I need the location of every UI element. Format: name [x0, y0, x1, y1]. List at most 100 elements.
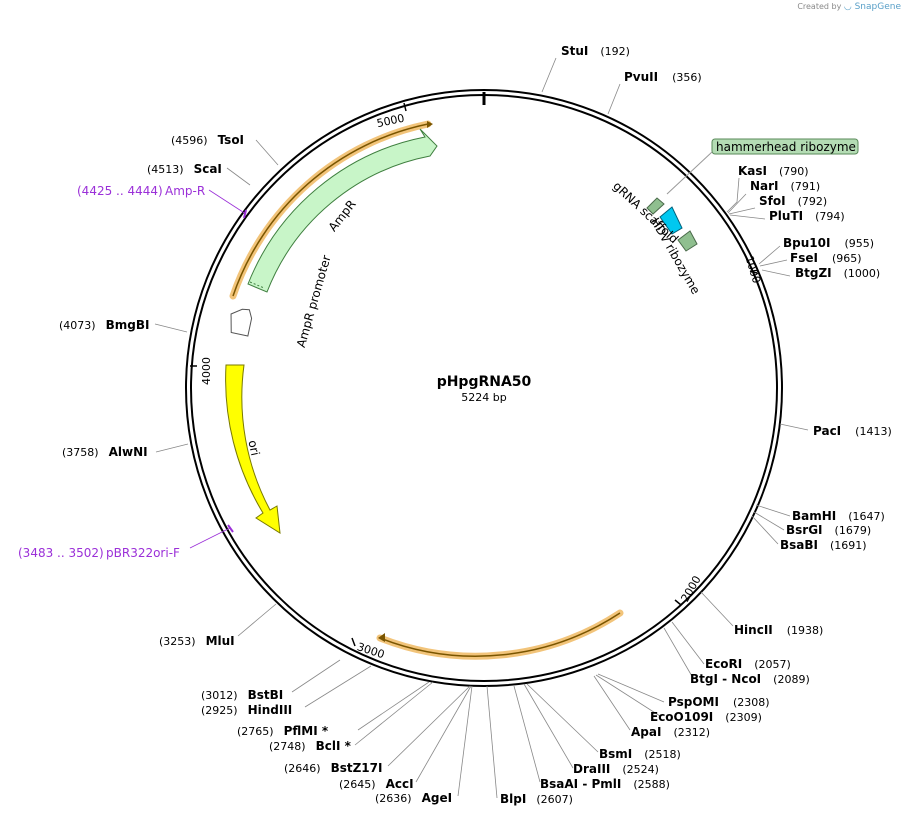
- site-draiii-pos: (2524): [622, 763, 659, 776]
- site-bstbi-pos: (3012): [201, 689, 238, 702]
- site-bcli-name: BclI *: [316, 739, 352, 753]
- svg-text:PspOMI(2308): PspOMI (2308): [668, 695, 770, 709]
- svg-text:EcoO109I(2309): EcoO109I (2309): [650, 710, 762, 724]
- orf-bottom-arrowhead: [378, 633, 385, 642]
- ampr-promoter-arrow: [230, 308, 253, 337]
- orf-ampr-arrowhead: [427, 121, 433, 128]
- site-mlui-pos: (3253): [159, 635, 196, 648]
- site-bsaai-sep: -: [578, 777, 591, 791]
- site-pspomi-pos: (2308): [733, 696, 770, 709]
- svg-text:SfoI(792): SfoI (792): [759, 194, 827, 208]
- site-ecoo109i-name: EcoO109I: [650, 710, 713, 724]
- svg-text:StuI(192): StuI(192): [561, 44, 630, 58]
- svg-text:Bpu10I(955): Bpu10I(955): [783, 236, 874, 250]
- site-ecori-name: EcoRI: [705, 657, 742, 671]
- site-ncoi-name: NcoI: [731, 672, 761, 686]
- gRNA-scaffold-arrow-2: [677, 230, 698, 252]
- site-bmgbi-pos: (4073): [59, 319, 96, 332]
- site-scai-pos: (4513): [147, 163, 184, 176]
- svg-text:DraIII(2524): DraIII (2524): [573, 762, 659, 776]
- svg-text:PluTI(794): PluTI(794): [769, 209, 845, 223]
- svg-text:FseI(965): FseI (965): [790, 251, 862, 265]
- svg-text:BsaBI(1691): BsaBI(1691): [780, 538, 867, 552]
- site-hincii-pos: (1938): [787, 624, 824, 637]
- site-ncoi-pos: (2089): [773, 673, 810, 686]
- site-scai-name: ScaI: [194, 162, 222, 176]
- svg-text:(2748)BclI *: (2748) BclI *: [269, 739, 352, 753]
- plasmid-name: pHpgRNA50: [437, 374, 532, 390]
- gRNA-scaffold-arrow: [646, 197, 665, 215]
- svg-text:BsrGI(1679): BsrGI(1679): [786, 523, 871, 537]
- svg-text:(3758)AlwNI: (3758)AlwNI: [62, 445, 148, 459]
- site-pmli-name: PmlI: [591, 777, 621, 791]
- hammerhead-label: hammerhead ribozyme: [716, 140, 856, 154]
- site-btgzi-pos: (1000): [844, 267, 881, 280]
- site-draiii-name: DraIII: [573, 762, 610, 776]
- site-fsei-name: FseI: [790, 251, 818, 265]
- hammerhead-leader: [666, 151, 713, 195]
- ori-label: ori: [245, 439, 262, 457]
- svg-text:BlpI(2607): BlpI(2607): [500, 792, 573, 806]
- svg-text:BamHI(1647): BamHI (1647): [792, 509, 885, 523]
- svg-text:PvuII(356): PvuII(356): [624, 70, 702, 84]
- site-btgi-name: BtgI: [690, 672, 718, 686]
- site-bsmi-pos: (2518): [644, 748, 681, 761]
- svg-text:BsaAI - PmlI(2588): BsaAI - PmlI (2588): [540, 777, 670, 791]
- backbone: [185, 89, 783, 687]
- svg-text:(4596)TsoI: (4596)TsoI: [171, 133, 244, 147]
- site-stui-pos: (192): [600, 45, 630, 58]
- svg-text:HincII(1938): HincII (1938): [734, 623, 823, 637]
- site-bpu10i-name: Bpu10I: [783, 236, 830, 250]
- tick-2000: 2000: [679, 574, 704, 605]
- svg-text:(3253)MluI: (3253)MluI: [159, 634, 235, 648]
- site-bcli-pos: (2748): [269, 740, 306, 753]
- site-ecori-pos: (2057): [754, 658, 791, 671]
- svg-text:EcoRI(2057): EcoRI (2057): [705, 657, 791, 671]
- ampr-feature-divider: [249, 281, 265, 289]
- site-sfoi-pos: (792): [798, 195, 828, 208]
- svg-text:(2765)PflMI *: (2765) PflMI *: [237, 724, 329, 738]
- site-bsrgi-name: BsrGI: [786, 523, 823, 537]
- site-nari-name: NarI: [750, 179, 779, 193]
- restriction-sites: StuI(192) PvuII(356) KasI(790) NarI(791)…: [59, 44, 892, 806]
- orf-arcs: [229, 120, 624, 660]
- site-btgi-sep: -: [718, 672, 731, 686]
- site-bamhi-name: BamHI: [792, 509, 836, 523]
- svg-text:BtgI - NcoI(2089): BtgI - NcoI (2089): [690, 672, 810, 686]
- site-bstz17i-pos: (2646): [284, 762, 321, 775]
- site-nari-pos: (791): [791, 180, 821, 193]
- primer-amp-r-name: Amp-R: [165, 184, 205, 198]
- primer-pbr322ori-f-name: pBR322ori-F: [106, 546, 180, 560]
- ampr-feature-arrow: [247, 128, 438, 293]
- snapgene-logo: ◡ SnapGene: [843, 2, 901, 12]
- site-pflmi-name: PflMI *: [284, 724, 329, 738]
- site-bsaai-name: BsaAI: [540, 777, 578, 791]
- svg-text:BsmI(2518): BsmI(2518): [599, 747, 681, 761]
- tick-5000: 5000: [376, 112, 406, 131]
- svg-text:BtgZI(1000): BtgZI(1000): [795, 266, 880, 280]
- site-paci-pos: (1413): [855, 425, 892, 438]
- site-pmli-pos: (2588): [633, 778, 670, 791]
- site-pspomi-name: PspOMI: [668, 695, 719, 709]
- svg-text:(2925)HindIII: (2925)HindIII: [201, 703, 292, 717]
- site-acci-name: AccI: [386, 777, 414, 791]
- svg-text:NarI(791): NarI (791): [750, 179, 820, 193]
- svg-text:(4513)ScaI: (4513) ScaI: [147, 162, 222, 176]
- orf-bottom-line: [379, 612, 621, 657]
- site-fsei-pos: (965): [832, 252, 862, 265]
- site-hincii-name: HincII: [734, 623, 773, 637]
- primer-amp-r-range: (4425 .. 4444): [77, 184, 163, 198]
- site-pflmi-pos: (2765): [237, 725, 274, 738]
- site-bamhi-pos: (1647): [848, 510, 885, 523]
- svg-text:(2636)AgeI: (2636)AgeI: [375, 791, 452, 805]
- orf-ampr-line: [232, 123, 429, 297]
- svg-text:ApaI(2312): ApaI(2312): [631, 725, 710, 739]
- site-ecoo109i-pos: (2309): [725, 711, 762, 724]
- site-sfoi-name: SfoI: [759, 194, 786, 208]
- ampr-promoter-label: AmpR promoter: [294, 254, 334, 350]
- svg-text:(4073)BmgBI: (4073)BmgBI: [59, 318, 149, 332]
- svg-text:PacI(1413): PacI(1413): [813, 424, 892, 438]
- site-hindiii-pos: (2925): [201, 704, 238, 717]
- primers: (4425 .. 4444) Amp-R (3483 .. 3502) pBR3…: [18, 184, 247, 560]
